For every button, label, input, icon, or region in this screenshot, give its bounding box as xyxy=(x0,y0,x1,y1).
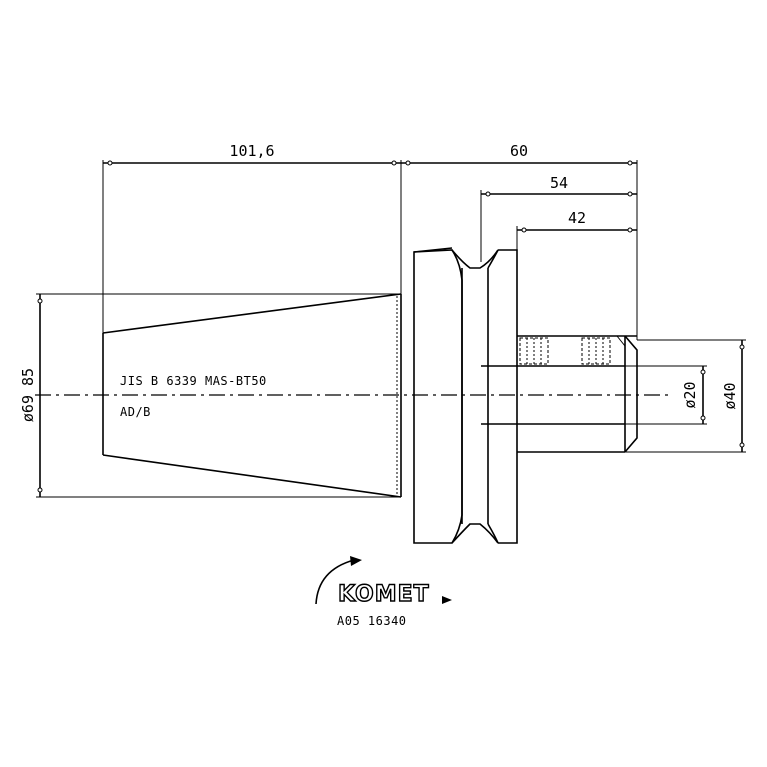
taper-body xyxy=(102,293,402,498)
standard-note: ЈIЅ B 6339 MAS-BT50 xyxy=(120,374,267,388)
logo-text: KOMET xyxy=(338,582,430,607)
dimension-label-bore-diameter: ø20 xyxy=(681,381,699,408)
form-note: AD/B xyxy=(120,405,151,419)
komet-logo: KOMET xyxy=(315,556,452,608)
logo-arrow-icon xyxy=(350,556,362,566)
dimension-label-taper-diameter: ø69 85 xyxy=(19,368,37,422)
dimension-60: 60 xyxy=(401,142,638,340)
dimension-42: 42 xyxy=(516,209,637,262)
thread-section xyxy=(519,337,611,365)
shank xyxy=(481,335,638,453)
dimension-taper-diameter: ø69 85 xyxy=(19,293,401,498)
logo-triangle-icon xyxy=(442,596,452,604)
dimension-bore-diameter: ø20 xyxy=(625,365,707,425)
dimension-label-42: 42 xyxy=(568,209,586,227)
flange xyxy=(413,247,518,544)
dimension-label-101-6: 101,6 xyxy=(229,142,274,160)
dimension-label-54: 54 xyxy=(550,174,568,192)
dimension-label-shank-diameter: ø40 xyxy=(721,382,739,409)
dimension-label-60: 60 xyxy=(510,142,528,160)
part-number: A05 16340 xyxy=(337,614,407,628)
dimension-shank-diameter: ø40 xyxy=(625,339,746,453)
dimension-54: 54 xyxy=(480,174,637,262)
